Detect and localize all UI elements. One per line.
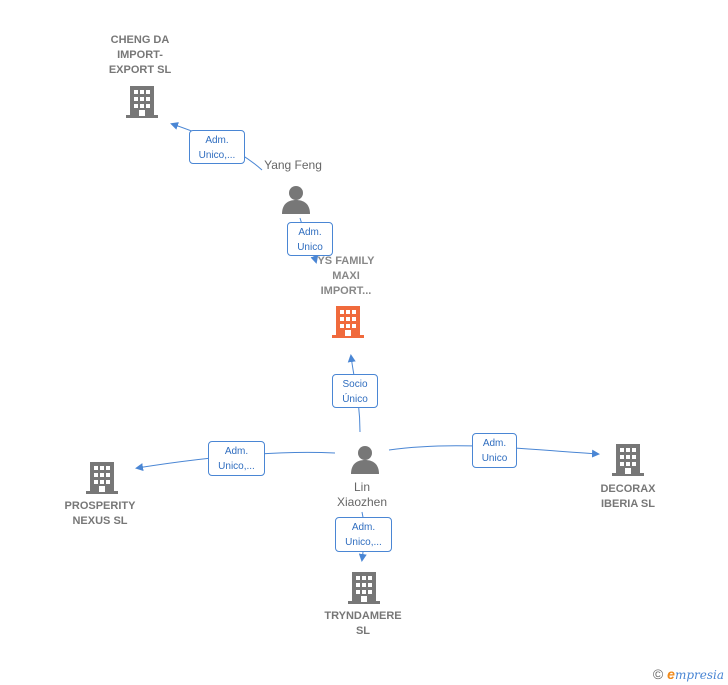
brand-name: mpresia bbox=[674, 668, 724, 682]
person-icon[interactable] bbox=[281, 184, 311, 214]
edge-label-lin-decorax[interactable]: Adm. Unico bbox=[472, 433, 517, 468]
building-icon[interactable] bbox=[330, 304, 366, 340]
building-icon[interactable] bbox=[124, 84, 160, 120]
edge-label-lin-ys[interactable]: Socio Único bbox=[332, 374, 378, 408]
brand-logo-e: e bbox=[667, 666, 675, 682]
company-label-decorax[interactable]: DECORAX IBERIA SL bbox=[600, 483, 656, 510]
edge-label-lin-tryndamere[interactable]: Adm. Unico,... bbox=[335, 517, 392, 552]
person-label-lin-xiaozhen[interactable]: Lin Xiaozhen bbox=[336, 480, 388, 509]
building-icon[interactable] bbox=[84, 460, 120, 496]
brand-watermark: © empresia bbox=[653, 666, 724, 682]
building-icon[interactable] bbox=[346, 570, 382, 606]
company-label-tryndamere[interactable]: TRYNDAMERE SL bbox=[324, 610, 402, 637]
edge-label-yang-ys[interactable]: Adm. Unico bbox=[287, 222, 333, 256]
person-label-yang-feng[interactable]: Yang Feng bbox=[264, 158, 322, 172]
company-label-ys-family[interactable]: YS FAMILY MAXI IMPORT... bbox=[317, 255, 375, 297]
person-icon[interactable] bbox=[350, 444, 380, 474]
company-label-cheng-da[interactable]: CHENG DA IMPORT- EXPORT SL bbox=[108, 34, 172, 76]
edge-label-lin-prosperity[interactable]: Adm. Unico,... bbox=[208, 441, 265, 476]
copyright-icon: © bbox=[652, 666, 664, 682]
edge-label-yang-cheng[interactable]: Adm. Unico,... bbox=[189, 130, 245, 164]
building-icon[interactable] bbox=[610, 442, 646, 478]
company-label-prosperity[interactable]: PROSPERITY NEXUS SL bbox=[64, 500, 136, 527]
